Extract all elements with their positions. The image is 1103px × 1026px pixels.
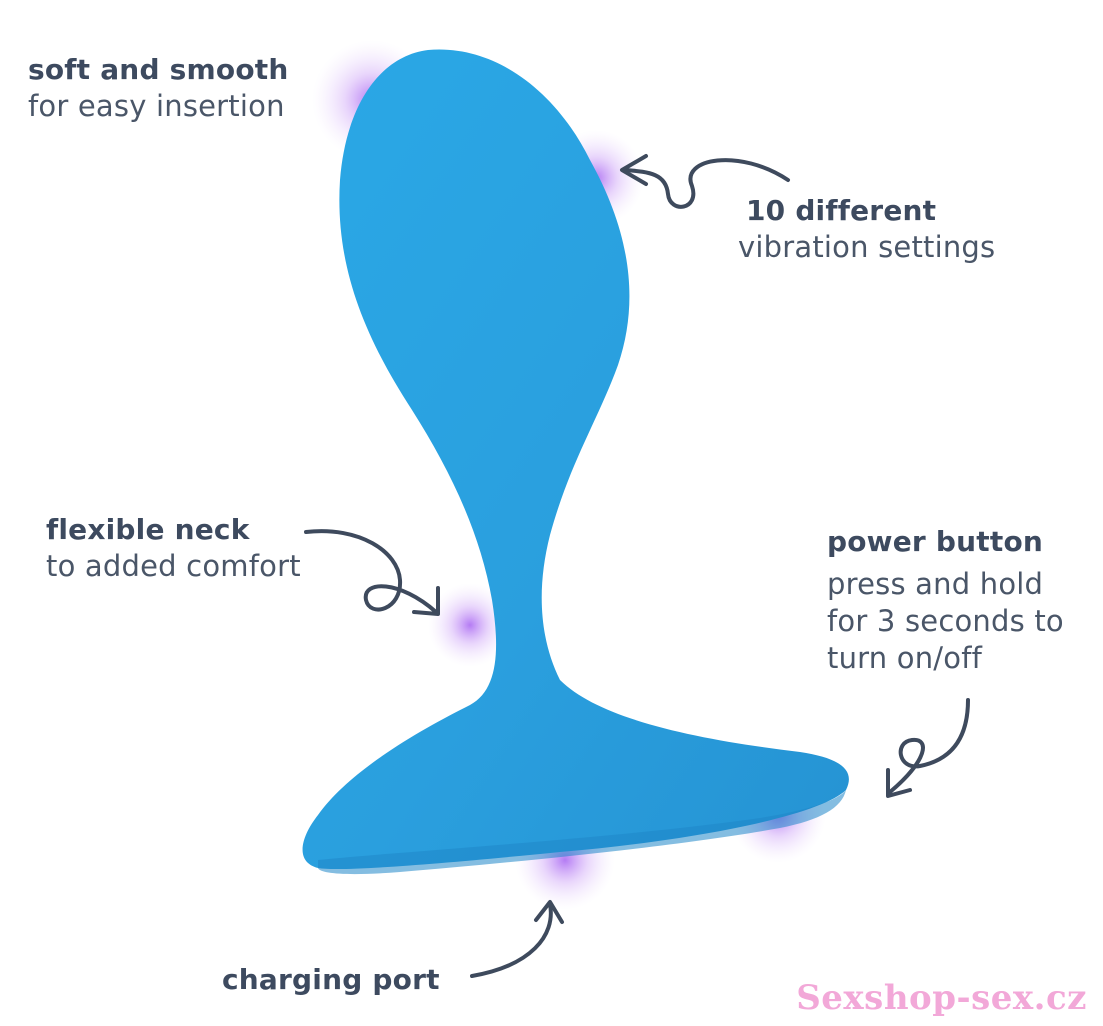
watermark-logo: Sexshop-sex.cz	[796, 978, 1087, 1018]
callout-power-desc-line: turn on/off	[827, 641, 983, 676]
arrow-charging	[470, 900, 564, 978]
callout-power-title: power button	[827, 525, 1044, 558]
callout-vibration: 10 different vibration settings	[738, 193, 995, 266]
callout-soft-title: soft and smooth	[28, 53, 289, 86]
product-base-shade	[318, 790, 846, 875]
callout-soft-desc: for easy insertion	[28, 88, 285, 123]
callout-charging-port: charging port	[222, 962, 440, 998]
callout-soft-smooth: soft and smooth for easy insertion	[28, 52, 288, 125]
callout-power-desc-line: press and hold	[827, 566, 1044, 601]
arrow-vibration	[620, 154, 790, 209]
callout-flexible-neck: flexible neck to added comfort	[46, 512, 301, 585]
callout-neck-desc: to added comfort	[46, 548, 301, 583]
arrow-neck	[304, 529, 440, 616]
callout-charging-title: charging port	[222, 963, 440, 996]
callout-power-button: power button press and hold for 3 second…	[827, 524, 1064, 677]
callout-power-desc-line: for 3 seconds to	[827, 603, 1064, 638]
arrow-power	[886, 698, 970, 798]
callout-vibration-desc: vibration settings	[738, 229, 996, 264]
callout-vibration-title: 10 different	[746, 194, 937, 227]
product-body	[302, 49, 849, 870]
callout-neck-title: flexible neck	[46, 513, 250, 546]
glow-neck	[428, 583, 512, 667]
